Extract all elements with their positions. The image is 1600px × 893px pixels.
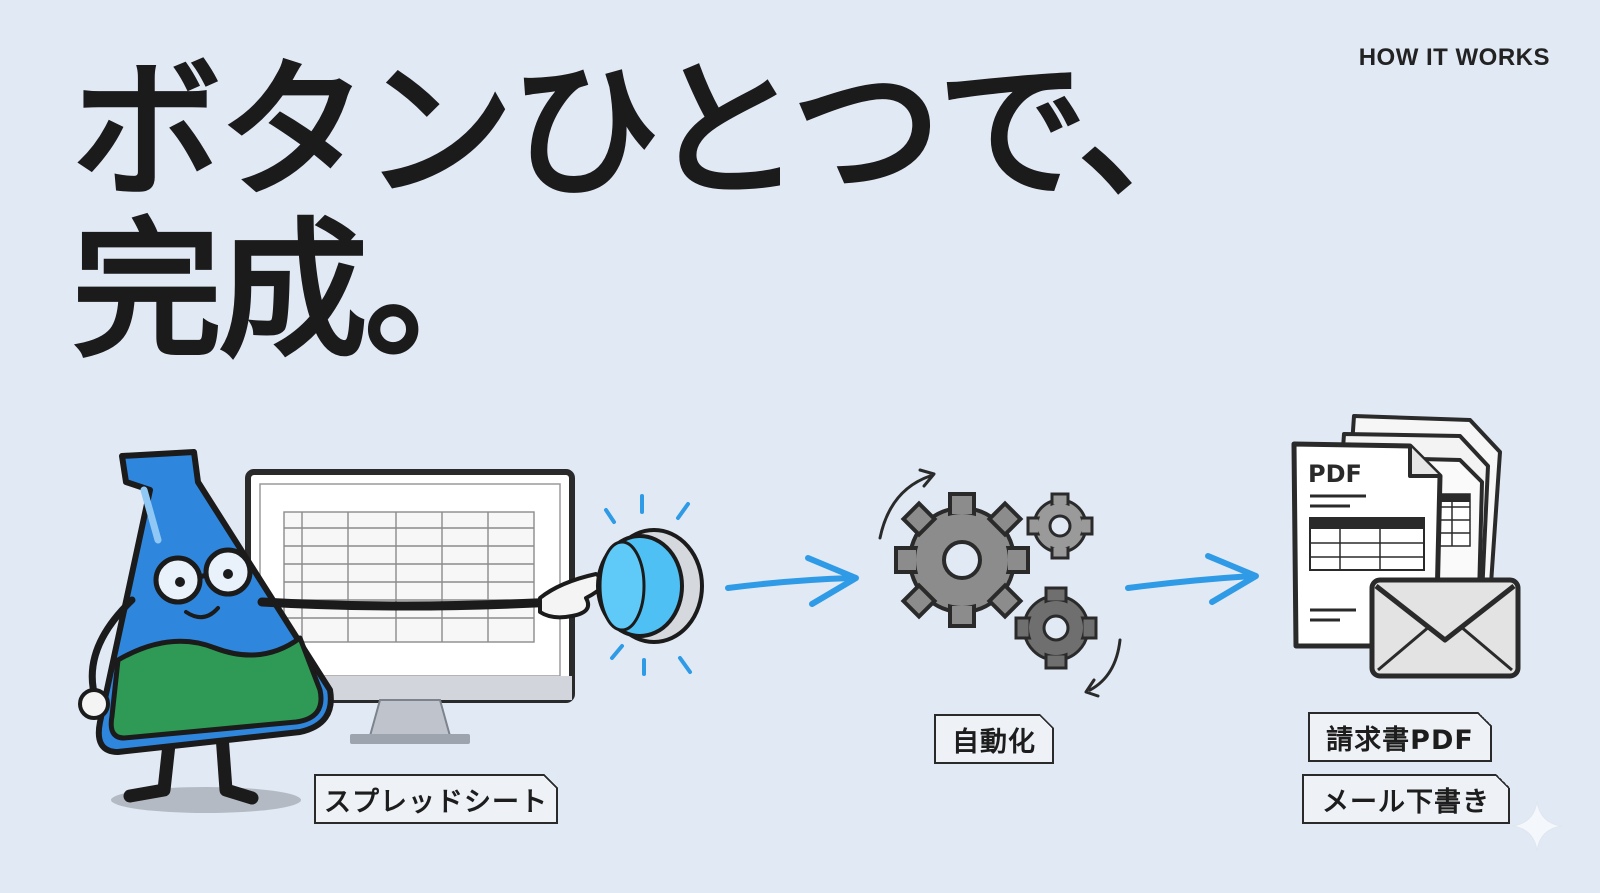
flask-mascot-icon [78,449,610,813]
spreadsheet-label: スプレッドシート [314,774,558,824]
small-gear-top-icon [1026,492,1094,560]
large-gear-icon [894,492,1030,628]
headline: ボタンひとつで、 完成。 [72,45,1228,379]
flow-arrowhead-1 [805,555,859,607]
sparkle-icon [1511,800,1563,852]
email-draft-label: メール下書き [1302,774,1510,824]
envelope-icon [1369,577,1521,679]
flow-arrowhead-2 [1205,553,1259,605]
flow-arrow-1 [725,575,855,591]
invoice-pdf-label: 請求書PDF [1308,712,1492,762]
headline-line-2: 完成。 [72,205,514,379]
section-eyebrow: HOW IT WORKS [1358,44,1550,71]
small-gear-bottom-icon [1014,586,1098,670]
push-button-icon [596,494,704,676]
spreadsheet-grid [283,511,535,643]
pdf-doc-label: PDF [1308,460,1362,488]
flow-arrow-2 [1125,573,1255,591]
headline-line-1: ボタンひとつで、 [72,45,1228,219]
pdf-documents-icon: PDF [1291,414,1521,679]
automation-label: 自動化 [934,714,1054,764]
gears-icon [878,468,1122,698]
